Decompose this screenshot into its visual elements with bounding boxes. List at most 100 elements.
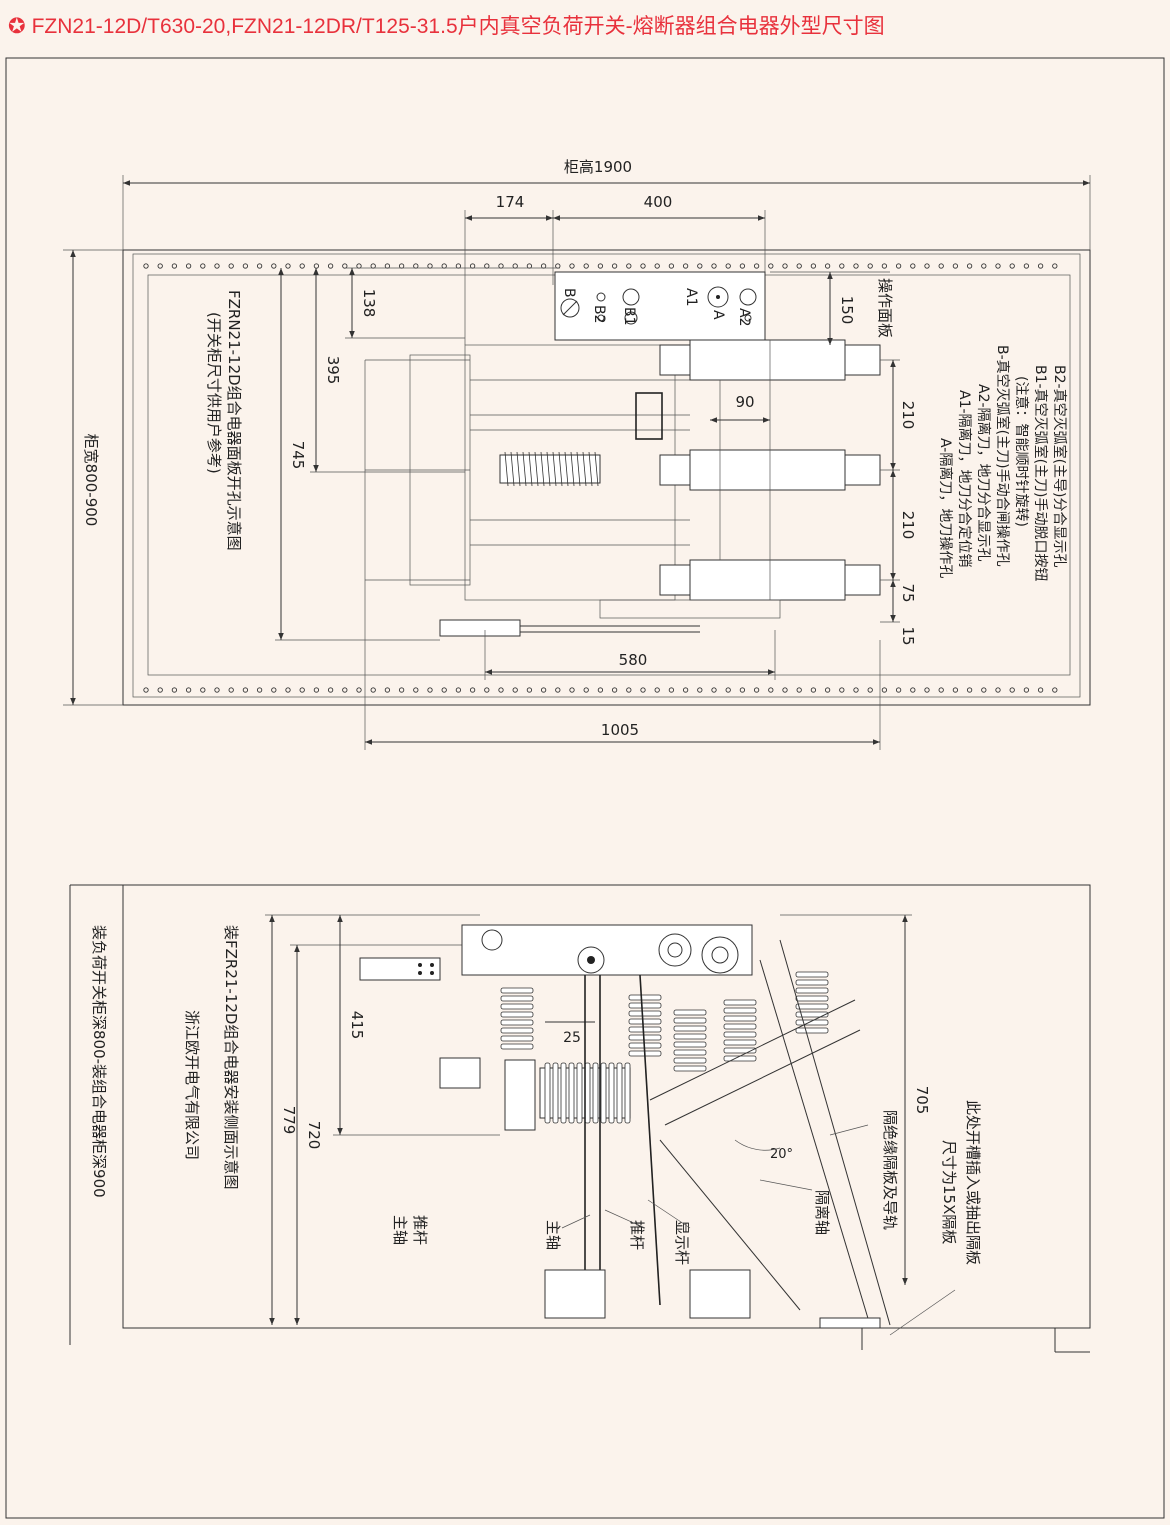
fuse-arm [664, 1029, 861, 1126]
shed [560, 1062, 567, 1124]
mounting-hole [299, 263, 305, 269]
insulator-shed [723, 1039, 757, 1046]
dim-90-label: 90 [735, 393, 754, 411]
dim-25-label: 25 [563, 1030, 581, 1046]
slot-note-line1: 此处开槽插入或抽出隔板 [964, 1100, 982, 1265]
mounting-hole [1023, 687, 1030, 693]
cabinet-inner-outline [132, 253, 1081, 698]
coil-turn [516, 451, 521, 487]
isolation-shaft-label: 隔离轴 [813, 1190, 831, 1235]
label-a2: A2 [736, 308, 752, 326]
main-shaft-hub [577, 946, 605, 974]
mounting-hole [427, 687, 433, 693]
page-title-text: FZN21-12D/T630-20,FZN21-12DR/T125-31.5户内… [31, 15, 885, 38]
legend-line: A-隔离刀，地刀操作孔 [937, 438, 954, 578]
slot-note-line2: 尺寸为15X隔板 [940, 1140, 958, 1244]
insulator-shed [500, 1035, 534, 1042]
insulator-shed [723, 999, 757, 1006]
mounting-hole [725, 263, 731, 269]
mounting-hole [682, 263, 689, 269]
insulator-shed [500, 1003, 534, 1010]
dim-210-b-label: 210 [899, 511, 917, 540]
legend-line: B1-真空灭弧室(主刀)手动脱口按钮 [1032, 365, 1049, 582]
mounting-hole [910, 687, 916, 693]
mounting-hole [228, 687, 234, 693]
mounting-hole [256, 687, 263, 693]
mounting-hole [285, 687, 291, 693]
fixed-contact [439, 1057, 481, 1089]
mounting-hole [200, 687, 206, 693]
label-a: A [710, 310, 726, 320]
fuse-tube-2 [689, 449, 846, 491]
mounting-hole [313, 687, 320, 693]
mounting-hole [626, 687, 632, 693]
shed [616, 1062, 623, 1124]
dim-400-label: 400 [644, 193, 673, 211]
fuse-base-2 [659, 454, 691, 486]
legend-line: (注意：智能顺时针旋转) [1013, 376, 1030, 527]
mounting-hole [881, 687, 888, 693]
mounting-hole [185, 263, 192, 269]
insulator-shed [628, 1010, 662, 1017]
mounting-hole [839, 263, 845, 269]
mounting-hole [640, 263, 646, 269]
hole-b1-upper [596, 292, 606, 302]
main-shaft-label: 主轴 [544, 1220, 562, 1250]
coil-turn [504, 451, 509, 487]
insulator-shed [673, 1057, 707, 1064]
mounting-hole [498, 687, 504, 693]
mounting-hole [342, 687, 348, 693]
insulator-shed [723, 1031, 757, 1038]
insulator-shed [673, 1041, 707, 1048]
mounting-hole [569, 687, 575, 693]
angle-label: 20° [770, 1147, 793, 1162]
display-rod-label: 显示杆 [673, 1220, 691, 1265]
dim-cabinet-height-label: 柜高1900 [564, 158, 632, 176]
mounting-hole [597, 263, 604, 269]
mounting-hole [640, 687, 646, 693]
mounting-hole [555, 263, 561, 269]
hole-b [560, 298, 580, 318]
mounting-hole [853, 263, 859, 269]
insulator-shed [795, 1011, 829, 1018]
mounting-hole [966, 687, 973, 693]
mounting-hole [271, 263, 277, 269]
mounting-hole [867, 687, 873, 693]
mounting-hole [214, 263, 220, 269]
coil-turn [564, 451, 569, 487]
mounting-hole [413, 263, 419, 269]
top-view: 柜高1900 174 400 138 395 745 柜宽800-900 FZR… [63, 158, 1091, 750]
mounting-hole [782, 687, 788, 693]
mounting-hole [469, 687, 476, 693]
angle-arc [734, 1139, 781, 1151]
bolt [430, 963, 434, 967]
mounting-hole [796, 263, 802, 269]
mounting-hole [1052, 687, 1058, 693]
mounting-hole [455, 687, 462, 693]
leader-line [604, 1209, 646, 1229]
mounting-hole [398, 263, 405, 269]
sheet-frame [5, 57, 1165, 1519]
mounting-hole [668, 263, 675, 269]
insulator-stacks [500, 971, 829, 1072]
mounting-hole [611, 263, 618, 269]
gear-wheel [701, 936, 739, 974]
mounting-hole [611, 687, 618, 693]
bolt [418, 963, 422, 967]
label-b2: B2 [591, 305, 607, 324]
mounting-hole [981, 687, 987, 693]
coil-turn [588, 451, 593, 487]
coil-turn [582, 451, 587, 487]
mounting-hole [952, 263, 959, 269]
mounting-hole [455, 263, 462, 269]
mounting-hole [739, 263, 746, 269]
mounting-hole [214, 687, 220, 693]
cabinet-side-outline [122, 884, 1091, 1329]
leader-line [647, 1199, 691, 1229]
mounting-hole [654, 687, 660, 693]
mounting-hole [711, 687, 717, 693]
mounting-hole [540, 687, 547, 693]
insulator-shed [723, 1023, 757, 1030]
mounting-hole [853, 687, 859, 693]
insulator-shed [500, 987, 534, 994]
